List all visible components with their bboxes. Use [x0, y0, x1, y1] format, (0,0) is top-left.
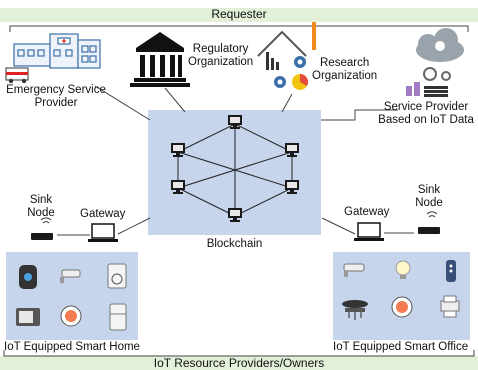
- node-computer-icon: [171, 143, 185, 157]
- left-gateway-label: Gateway: [80, 208, 126, 220]
- research-org-line2: Organization: [312, 70, 378, 82]
- blockchain-network: [177, 123, 293, 217]
- provider-title: IoT Resource Providers/Owners: [153, 356, 325, 370]
- printer-icon: [440, 295, 460, 318]
- right-sink-line1: Sink: [417, 184, 441, 196]
- blockchain-label: Blockchain: [206, 238, 263, 250]
- smart-speaker-icon: [19, 265, 37, 289]
- research-org-label: Research Organization: [312, 57, 377, 83]
- node-computer-icon: [285, 143, 299, 157]
- right-sink-node-icon: [418, 211, 440, 234]
- smart-home-device-icons: [16, 263, 127, 331]
- emergency-provider-line2: Provider: [34, 97, 78, 109]
- left-sink-node-icon: [31, 217, 53, 240]
- provider-banner: [0, 356, 478, 370]
- connection-lines: [57, 85, 414, 236]
- regulatory-org-line1: Regulatory: [192, 43, 249, 55]
- right-sink-node-label: Sink Node: [406, 184, 452, 210]
- emergency-provider-line1: Emergency Service: [6, 84, 106, 96]
- regulatory-org-line2: Organization: [188, 56, 254, 68]
- security-camera-icon: [60, 269, 81, 283]
- hospital-icon: [13, 33, 101, 69]
- cloud-server-icon: [406, 28, 464, 97]
- smart-office-label: IoT Equipped Smart Office: [333, 341, 469, 353]
- node-computer-icon: [285, 180, 299, 194]
- node-computer-icon: [228, 208, 242, 222]
- right-gateway-label: Gateway: [344, 206, 390, 218]
- office-camera-icon: [343, 263, 365, 277]
- requester-bracket: [9, 25, 469, 32]
- requester-banner: [0, 8, 478, 22]
- research-org-line1: Research: [320, 57, 370, 69]
- smart-office-device-icons: [342, 260, 460, 320]
- thermostat-dial-icon: [60, 305, 82, 327]
- remote-control-icon: [446, 260, 456, 282]
- smoke-detector-icon: [342, 300, 368, 320]
- provider-bracket: [3, 350, 475, 357]
- left-sink-line1: Sink: [29, 194, 53, 206]
- service-provider-line1: Service Provider: [383, 101, 469, 113]
- refrigerator-icon: [109, 303, 127, 331]
- service-provider-line2: Based on IoT Data: [378, 114, 474, 126]
- blockchain-node-icons: [171, 115, 299, 222]
- government-building-icon: [130, 32, 190, 87]
- left-gateway-laptop-icon: [88, 223, 118, 242]
- emergency-provider-label: Emergency Service Provider: [0, 84, 112, 110]
- right-sink-line2: Node: [415, 197, 443, 209]
- washing-machine-icon: [107, 263, 127, 289]
- left-sink-line2: Node: [27, 207, 55, 219]
- research-analytics-icon: [257, 22, 316, 90]
- node-computer-icon: [171, 180, 185, 194]
- ambulance-icon: [5, 67, 29, 84]
- right-gateway-laptop-icon: [354, 222, 384, 241]
- requester-title: Requester: [211, 7, 267, 21]
- office-thermostat-icon: [391, 296, 413, 318]
- service-provider-label: Service Provider Based on IoT Data: [376, 101, 476, 127]
- left-sink-node-label: Sink Node: [18, 194, 64, 220]
- node-computer-icon: [228, 115, 242, 129]
- smart-bulb-icon: [395, 260, 411, 279]
- regulatory-org-label: Regulatory Organization: [188, 43, 253, 69]
- microwave-icon: [16, 308, 40, 326]
- smart-home-label: IoT Equipped Smart Home: [4, 341, 140, 353]
